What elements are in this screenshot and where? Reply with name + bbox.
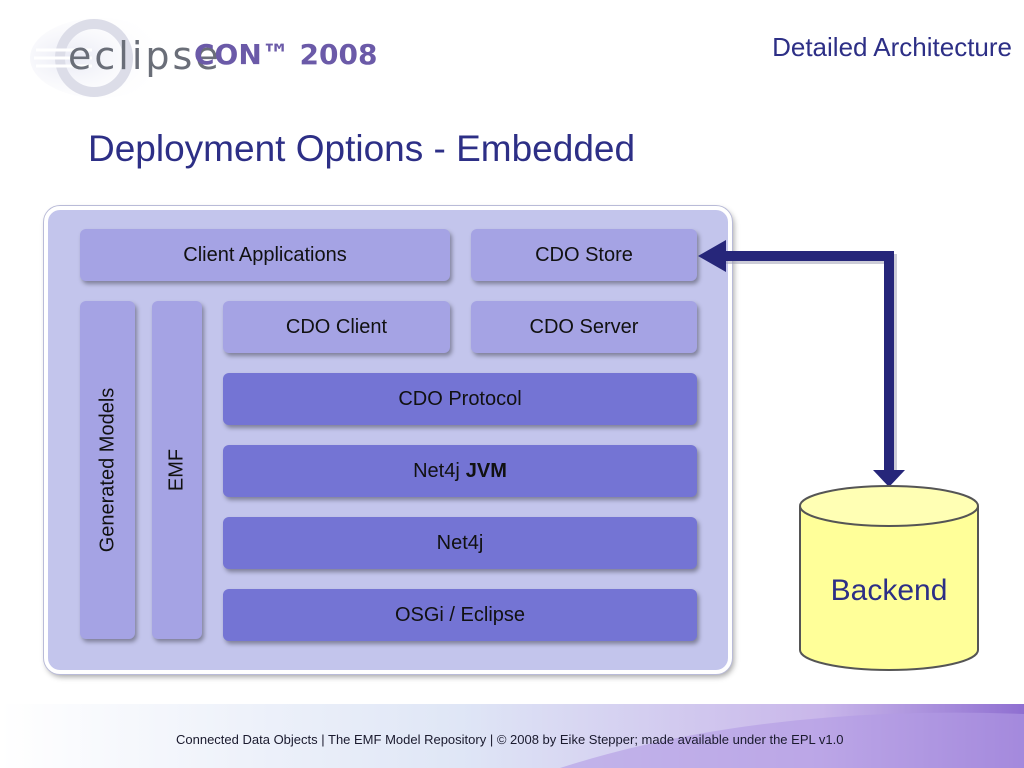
backend-label: Backend — [830, 574, 948, 607]
logo-eclipse-text: eclipse — [68, 34, 222, 78]
cdo-client-label: CDO Client — [285, 315, 388, 338]
connector-line — [722, 251, 894, 473]
arrowhead-left-icon — [698, 240, 726, 272]
cdo-store-label: CDO Store — [535, 243, 633, 266]
cdo-client-box: CDO Client — [223, 301, 450, 353]
section-title: Detailed Architecture — [772, 32, 1012, 62]
footer-gradient-band — [0, 704, 1024, 768]
cdo-store-box: CDO Store — [471, 229, 697, 281]
net4j-label: Net4j — [436, 531, 484, 554]
backend-database-icon — [799, 485, 979, 671]
footer-text: Connected Data Objects | The EMF Model R… — [176, 732, 844, 747]
client-applications-label: Client Applications — [183, 243, 347, 266]
net4j-jvm-label: Net4j — [413, 459, 460, 482]
page-title: Deployment Options - Embedded — [88, 128, 636, 169]
jvm-label: JVM — [465, 459, 507, 482]
osgi-eclipse-label: OSGi / Eclipse — [394, 603, 526, 626]
client-applications-box: Client Applications — [80, 229, 450, 281]
logo-con-text: CON™ 2008 — [194, 38, 378, 71]
arrowhead-down-icon — [873, 470, 905, 487]
cdo-server-box: CDO Server — [471, 301, 697, 353]
emf-box: EMF — [152, 301, 202, 639]
generated-models-box: Generated Models — [80, 301, 135, 639]
osgi-eclipse-box: OSGi / Eclipse — [223, 589, 697, 641]
net4j-box: Net4j — [223, 517, 697, 569]
cdo-server-label: CDO Server — [529, 315, 639, 338]
eclipse-logo-icon — [30, 18, 170, 98]
cdo-protocol-label: CDO Protocol — [398, 387, 522, 410]
cdo-protocol-box: CDO Protocol — [223, 373, 697, 425]
